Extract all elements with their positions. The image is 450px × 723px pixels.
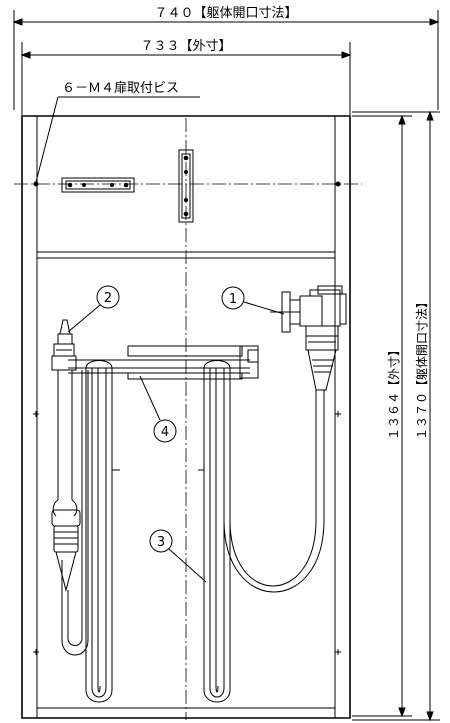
top-dimension-733 bbox=[22, 42, 350, 115]
right-dimension-1370 bbox=[352, 112, 440, 720]
dimension-label-740: ７４０【躯体開口寸法】 bbox=[154, 5, 297, 21]
vertical-bracket bbox=[179, 150, 193, 222]
left-hose bbox=[52, 370, 88, 655]
horizontal-bracket bbox=[62, 178, 134, 192]
right-dimension-1364 bbox=[352, 116, 412, 716]
callout-label-1: 1 bbox=[229, 292, 237, 307]
hose-loops-right bbox=[198, 361, 230, 703]
nozzle bbox=[52, 320, 76, 370]
top-dimension-740 bbox=[14, 10, 438, 110]
hose-loops-left bbox=[86, 361, 120, 703]
callout-1: 1 bbox=[222, 287, 284, 314]
callout-3: 3 bbox=[150, 530, 206, 582]
dimension-label-1364: １３６４【外寸】 bbox=[387, 344, 401, 440]
dimension-label-733: ７３３【外寸】 bbox=[140, 39, 231, 54]
dimension-label-1370: １３７０【躯体開口寸法】 bbox=[414, 296, 429, 440]
screw-note: ６－Ｍ４扉取付ビス bbox=[62, 80, 179, 96]
valve-hose bbox=[224, 390, 324, 592]
screw-marks bbox=[33, 182, 341, 655]
callout-2: 2 bbox=[68, 286, 119, 332]
center-lines bbox=[14, 118, 362, 720]
screw-note-leader bbox=[36, 97, 200, 182]
callout-4: 4 bbox=[140, 376, 176, 442]
callout-label-2: 2 bbox=[104, 291, 112, 306]
valve-assembly bbox=[270, 286, 346, 390]
callout-label-4: 4 bbox=[161, 425, 169, 440]
callout-label-3: 3 bbox=[157, 535, 165, 550]
